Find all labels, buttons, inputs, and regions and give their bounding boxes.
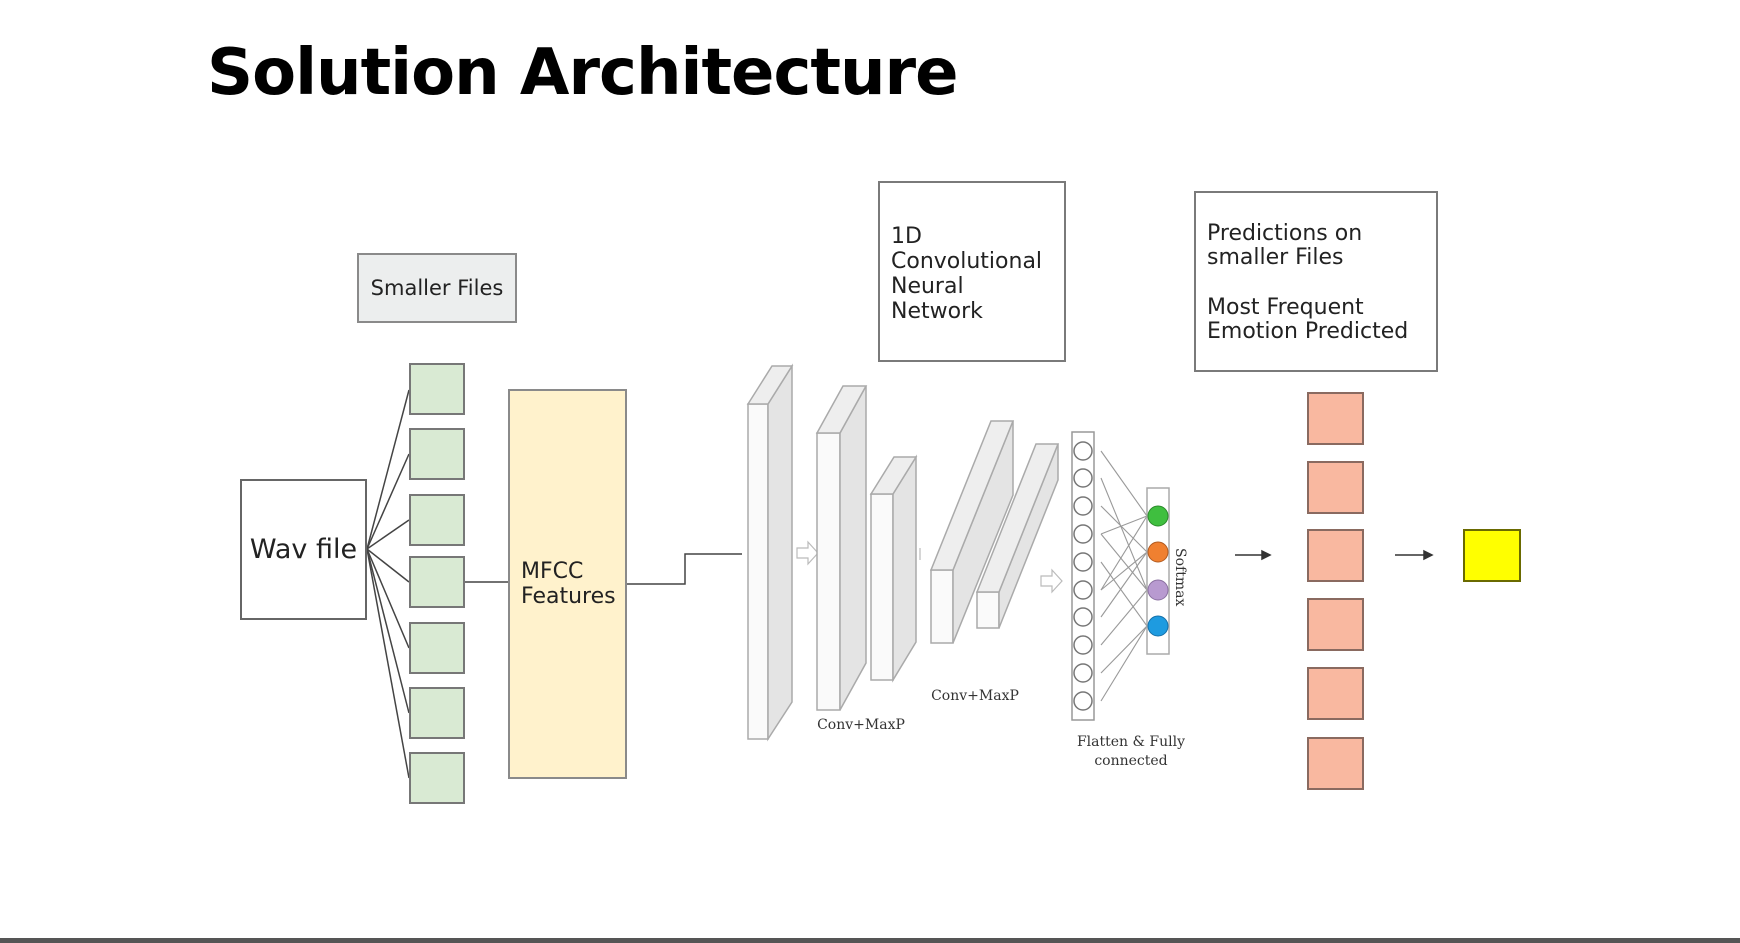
fan-connectors — [366, 389, 410, 779]
cnn-label-box: 1D Convolutional Neural Network — [878, 181, 1066, 362]
prediction-box — [1307, 598, 1364, 651]
output-arrows — [1235, 549, 1434, 561]
conv-label-2: Conv+MaxP — [931, 688, 1019, 704]
file-segment — [409, 622, 465, 674]
most-frequent-text: Most Frequent Emotion Predicted — [1207, 295, 1409, 344]
flow-arrow-icon — [796, 540, 819, 566]
file-segment — [409, 687, 465, 739]
file-segment — [409, 556, 465, 608]
page-title: Solution Architecture — [207, 36, 958, 110]
prediction-box — [1307, 667, 1364, 720]
mfcc-features-box: MFCC Features — [508, 389, 627, 779]
conv-layer-4 — [929, 420, 1015, 644]
flatten-label-line1: Flatten & Fully — [1077, 734, 1185, 750]
predictions-label-box: Predictions on smaller Files Most Freque… — [1194, 191, 1438, 372]
conv-label-1: Conv+MaxP — [817, 717, 905, 733]
prediction-box — [1307, 737, 1364, 790]
smaller-files-label-box: Smaller Files — [357, 253, 517, 323]
softmax-neuron-green — [1147, 505, 1169, 527]
softmax-neuron-purple — [1147, 579, 1169, 601]
bottom-divider — [0, 938, 1740, 943]
mfcc-to-cnn-connector — [627, 553, 742, 585]
prediction-box — [1307, 461, 1364, 514]
file-segment — [409, 363, 465, 415]
wav-file-box: Wav file — [240, 479, 367, 620]
file-segment — [409, 494, 465, 546]
flow-arrow-icon — [1040, 568, 1063, 594]
softmax-neuron-orange — [1147, 541, 1169, 563]
final-emotion-box — [1463, 529, 1521, 582]
conv-layer-5 — [975, 443, 1060, 629]
predictions-text: Predictions on smaller Files — [1207, 221, 1363, 270]
softmax-neuron-blue — [1147, 615, 1169, 637]
smaller-files-text: Smaller Files — [370, 276, 504, 300]
prediction-box — [1307, 392, 1364, 445]
flatten-label-line2: connected — [1094, 753, 1167, 769]
file-segment — [409, 428, 465, 480]
softmax-column — [1146, 487, 1170, 655]
conv-layer-3 — [869, 454, 918, 683]
flatten-neurons — [1073, 441, 1093, 711]
prediction-box — [1307, 529, 1364, 582]
file-segment — [409, 752, 465, 804]
wav-file-text: Wav file — [249, 534, 358, 565]
softmax-label: Softmax — [1172, 548, 1188, 606]
dense-connections — [1100, 450, 1148, 702]
conv-layer-1 — [746, 363, 794, 742]
conv-layer-2 — [815, 385, 868, 711]
